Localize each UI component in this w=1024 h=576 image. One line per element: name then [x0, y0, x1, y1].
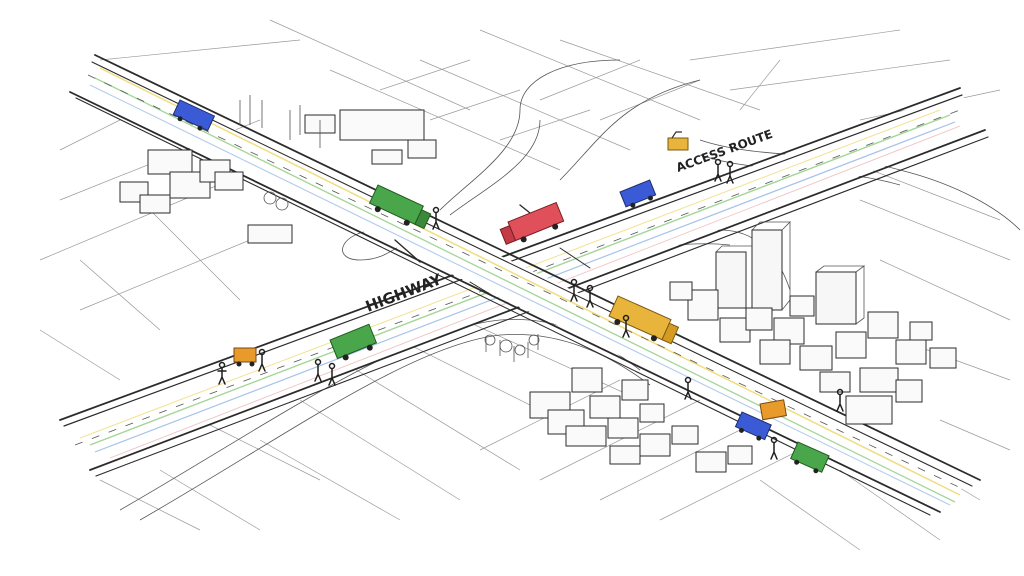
- green-truck-bottom-right: [790, 441, 830, 474]
- yellow-truck-center-right: [608, 295, 680, 345]
- vehicles: [172, 99, 830, 474]
- blue-truck-top-left: [172, 99, 216, 132]
- street-grid: [39, 19, 1011, 551]
- blue-truck-right: [619, 179, 657, 208]
- people: [217, 158, 844, 460]
- orange-cart-right: [759, 399, 787, 421]
- green-truck-upper: [368, 184, 432, 230]
- access-route-road: [69, 54, 981, 516]
- buildings-lower-center: [484, 334, 753, 473]
- yellow-cart-left: [233, 347, 257, 367]
- green-truck-lower-left: [329, 323, 378, 361]
- yellow-excavator-top: [667, 131, 689, 151]
- buildings-right-city: [669, 221, 957, 425]
- blue-truck-lower-right: [734, 411, 772, 441]
- red-truck-center: [499, 201, 565, 245]
- buildings-top-left: [119, 95, 437, 244]
